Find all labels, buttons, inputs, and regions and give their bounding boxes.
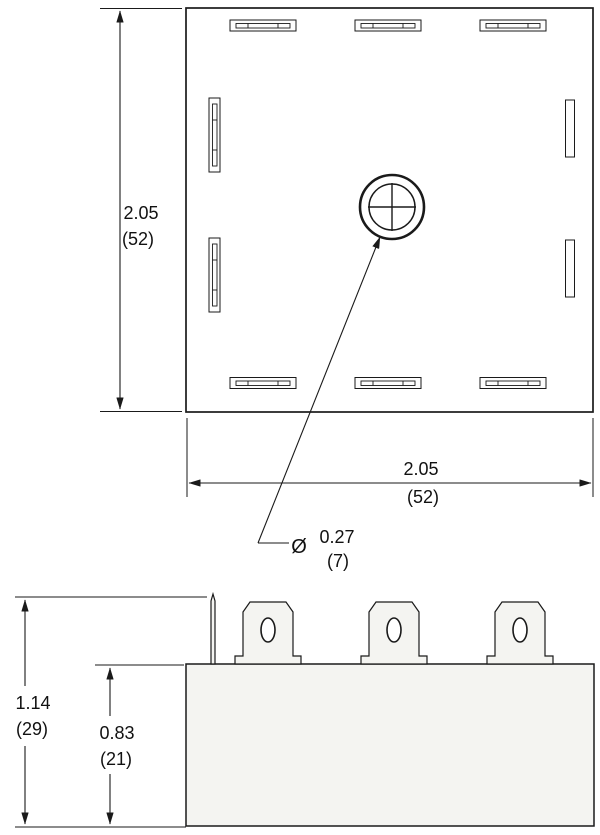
dim-height-in: 2.05 (123, 203, 158, 223)
front-view-body (185, 663, 595, 827)
terminal-slot-top-1 (229, 19, 297, 32)
front-view (185, 591, 595, 827)
hole-leader-line (257, 236, 381, 544)
tab-hole-2 (386, 617, 402, 643)
diameter-symbol: Ø (291, 536, 307, 558)
dim-body-mm: (21) (100, 749, 132, 769)
terminal-slot-bottom-1 (229, 377, 297, 389)
terminal-slot-top-2 (354, 19, 422, 32)
terminal-slot-bottom-2 (354, 377, 422, 389)
tab-terminal-1 (234, 601, 302, 665)
terminal-slot-bottom-3 (479, 377, 547, 389)
dim-body-in: 0.83 (99, 723, 134, 743)
top-view-dimensions: 2.05 (52) 2.05 (52) Ø 0.27 (7) (100, 8, 594, 571)
tab-hole-3 (512, 617, 528, 643)
dim-width-mm: (52) (407, 487, 439, 507)
terminal-slot-right-2 (565, 239, 575, 298)
dim-hole-in: 0.27 (319, 527, 354, 547)
dim-height-mm: (52) (122, 229, 154, 249)
pin-terminal (210, 591, 216, 665)
dim-overall-mm: (29) (16, 719, 48, 739)
dim-width-in: 2.05 (403, 459, 438, 479)
tab-terminal-3 (486, 601, 554, 665)
terminal-slot-left-2 (208, 237, 221, 313)
terminal-slot-top-3 (479, 19, 547, 32)
mounting-hole (358, 173, 426, 241)
dim-overall-in: 1.14 (15, 693, 50, 713)
dim-hole-mm: (7) (327, 551, 349, 571)
front-view-dimensions: 1.14 (29) 0.83 (21) (15, 596, 207, 828)
top-view (185, 7, 594, 413)
tab-terminal-2 (360, 601, 428, 665)
terminal-slot-left-1 (208, 97, 221, 173)
tab-hole-1 (260, 617, 276, 643)
terminal-slot-right-1 (565, 99, 575, 158)
